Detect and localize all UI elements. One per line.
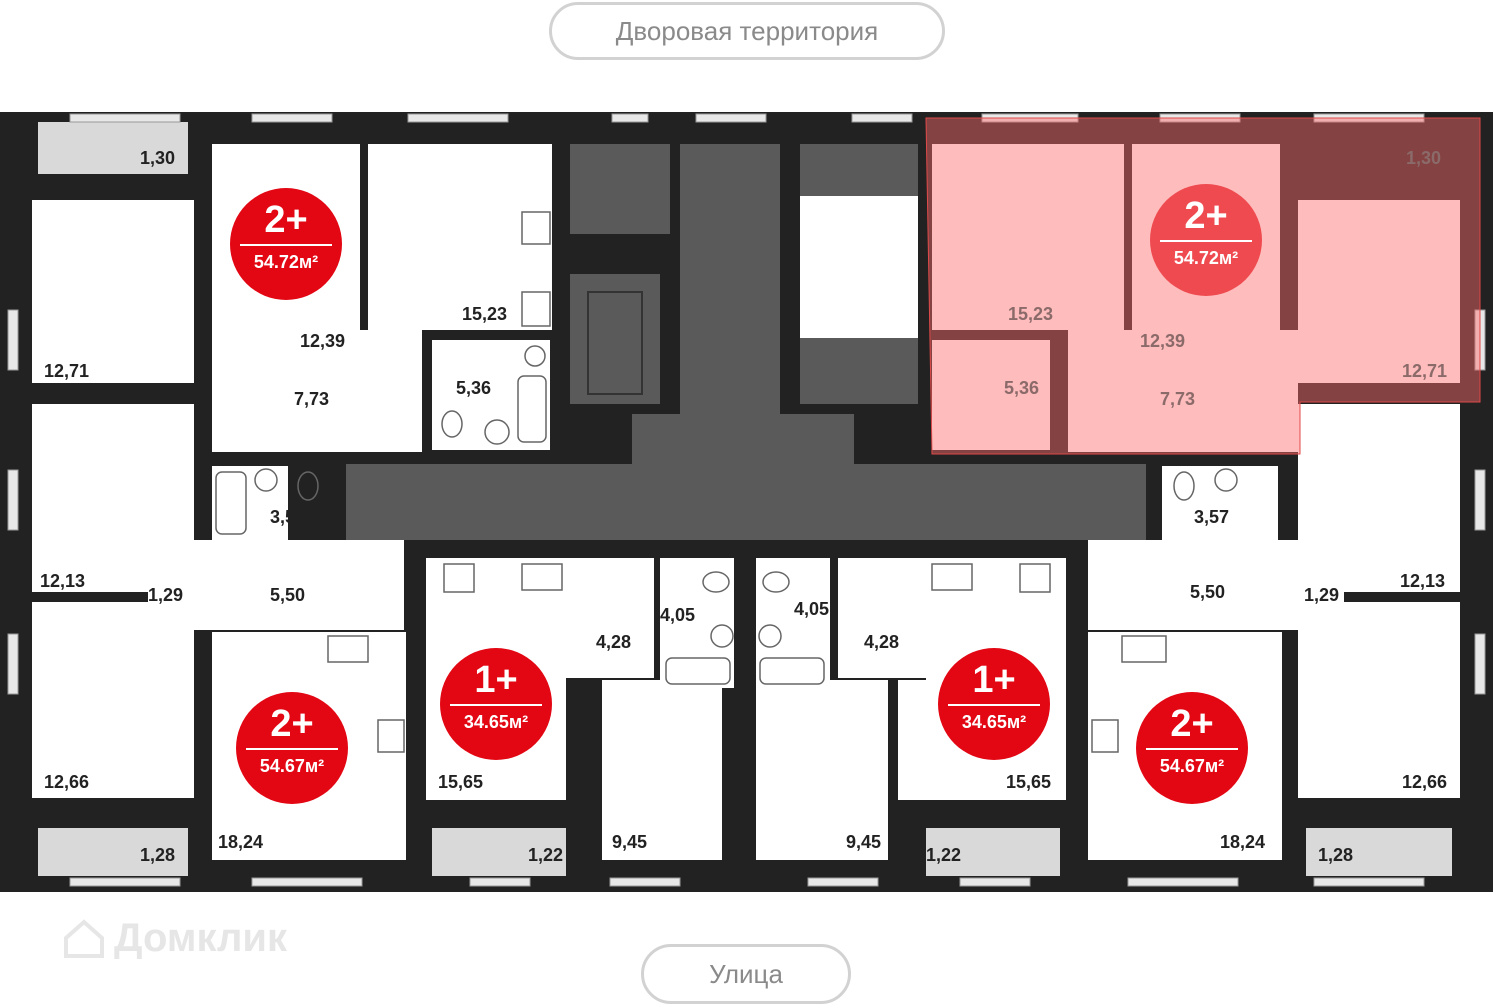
room (932, 340, 1050, 450)
room-area: 5,50 (1190, 582, 1226, 602)
balcony (38, 828, 188, 876)
room (32, 200, 194, 383)
corridor (346, 464, 1146, 540)
room-area: 12,71 (1402, 361, 1448, 381)
room-area: 3,57 (1194, 507, 1230, 527)
room (660, 558, 734, 688)
core (632, 414, 854, 464)
room-area: 12,71 (44, 361, 90, 381)
room-area: 18,24 (218, 832, 264, 852)
room-area: 5,36 (1004, 378, 1040, 398)
room-area: 1,30 (1406, 148, 1442, 168)
room (212, 330, 422, 452)
core (570, 144, 670, 234)
room-area: 15,23 (1008, 304, 1054, 324)
room-area: 1,22 (926, 845, 962, 865)
room (212, 466, 288, 540)
stairs (800, 196, 918, 338)
core (570, 274, 660, 404)
room (1298, 200, 1460, 383)
core (680, 144, 780, 414)
room-area: 18,24 (1220, 832, 1266, 852)
apartment-area: 54.72м² (253, 252, 319, 272)
apartment-badge[interactable]: 1+ 34.65м² (440, 648, 552, 760)
balcony (926, 828, 1060, 876)
apartment-area: 34.65м² (463, 712, 529, 732)
apartment-badge-highlighted[interactable]: 2+ 54.72м² (1150, 184, 1262, 296)
room-area: 3,57 (270, 507, 306, 527)
room (1068, 330, 1298, 452)
room-area: 1,30 (140, 148, 176, 168)
room-area: 12,39 (300, 331, 346, 351)
apartment-area: 54.67м² (259, 756, 325, 776)
room-area: 12,66 (44, 772, 90, 792)
room-area: 4,28 (596, 632, 632, 652)
room-area: 5,50 (270, 585, 306, 605)
watermark: Домклик (62, 908, 342, 968)
apartment-rooms: 1+ (972, 659, 1016, 701)
room (838, 558, 926, 678)
room (932, 144, 1124, 330)
room (432, 340, 550, 450)
room-area: 1,29 (1304, 585, 1340, 605)
room-area: 1,28 (1318, 845, 1354, 865)
room-area: 1,22 (528, 845, 564, 865)
fixtures (215, 211, 1238, 753)
house-logo-icon (64, 919, 104, 958)
balcony (1306, 828, 1452, 876)
room (368, 144, 552, 330)
room-area: 15,23 (462, 304, 508, 324)
room-area: 1,29 (148, 585, 184, 605)
apartment-badge[interactable]: 2+ 54.67м² (1136, 692, 1248, 804)
apartment-rooms: 2+ (264, 199, 308, 241)
apartment-rooms: 2+ (270, 703, 314, 745)
room (1298, 602, 1460, 798)
apartment-rooms: 2+ (1184, 195, 1228, 237)
apartment-rooms: 1+ (474, 659, 518, 701)
apartment-area: 54.72м² (1173, 248, 1239, 268)
courtyard-label: Дворовая территория (549, 2, 945, 60)
street-label: Улица (641, 944, 851, 1004)
balcony (38, 122, 188, 174)
room-area: 5,36 (456, 378, 492, 398)
apartment-rooms: 2+ (1170, 703, 1214, 745)
room (1162, 466, 1278, 540)
apartment-badge[interactable]: 1+ 34.65м² (938, 648, 1050, 760)
room-area: 7,73 (294, 389, 330, 409)
room-area: 9,45 (612, 832, 648, 852)
room (756, 558, 830, 688)
room-area: 15,65 (1006, 772, 1052, 792)
room-area: 7,73 (1160, 389, 1196, 409)
core (587, 291, 643, 395)
balcony (432, 828, 566, 876)
room-area: 12,39 (1140, 331, 1186, 351)
room (602, 680, 722, 860)
room-area: 9,45 (846, 832, 882, 852)
room-area: 15,65 (438, 772, 484, 792)
apartment-badge[interactable]: 2+ 54.72м² (230, 188, 342, 300)
apartment-area: 54.67м² (1159, 756, 1225, 776)
room-area: 1,28 (140, 845, 176, 865)
room-area: 4,28 (864, 632, 900, 652)
room (566, 558, 654, 678)
room-area: 12,66 (1402, 772, 1448, 792)
apartment-badge[interactable]: 2+ 54.67м² (236, 692, 348, 804)
room-area: 4,05 (660, 605, 696, 625)
room (32, 602, 194, 798)
apartment-area: 34.65м² (961, 712, 1027, 732)
room-area: 12,13 (1400, 571, 1446, 591)
room-area: 12,13 (40, 571, 86, 591)
room-area: 4,05 (794, 599, 830, 619)
room (756, 680, 888, 860)
room (898, 680, 926, 800)
watermark-text: Домклик (114, 915, 288, 960)
